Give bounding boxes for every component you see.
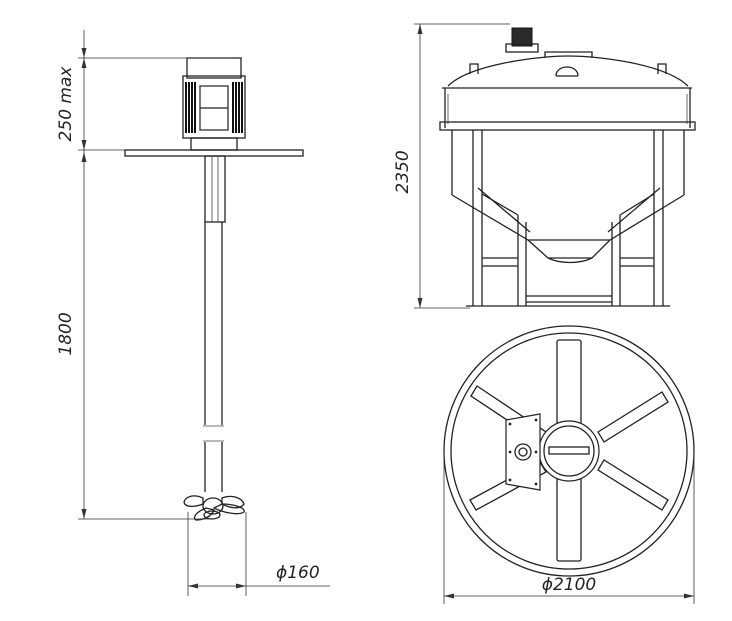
dim-tank-diameter: ϕ2100 [542,575,596,595]
dim-tank-height: 2350 [393,150,413,193]
tank-side-view: 2350 [393,23,696,309]
mixer-side-view: 250 max 1800 ϕ160 [56,30,330,596]
dim-shaft-length: 1800 [56,312,76,355]
mounting-plate [124,149,304,157]
dim-motor-clearance: 250 max [56,66,76,142]
propeller-impeller [183,495,245,521]
shaft [203,222,224,492]
tank-top-view: ϕ2100 [443,325,695,604]
dim-impeller-diameter: ϕ160 [276,563,320,583]
motor [182,57,246,151]
